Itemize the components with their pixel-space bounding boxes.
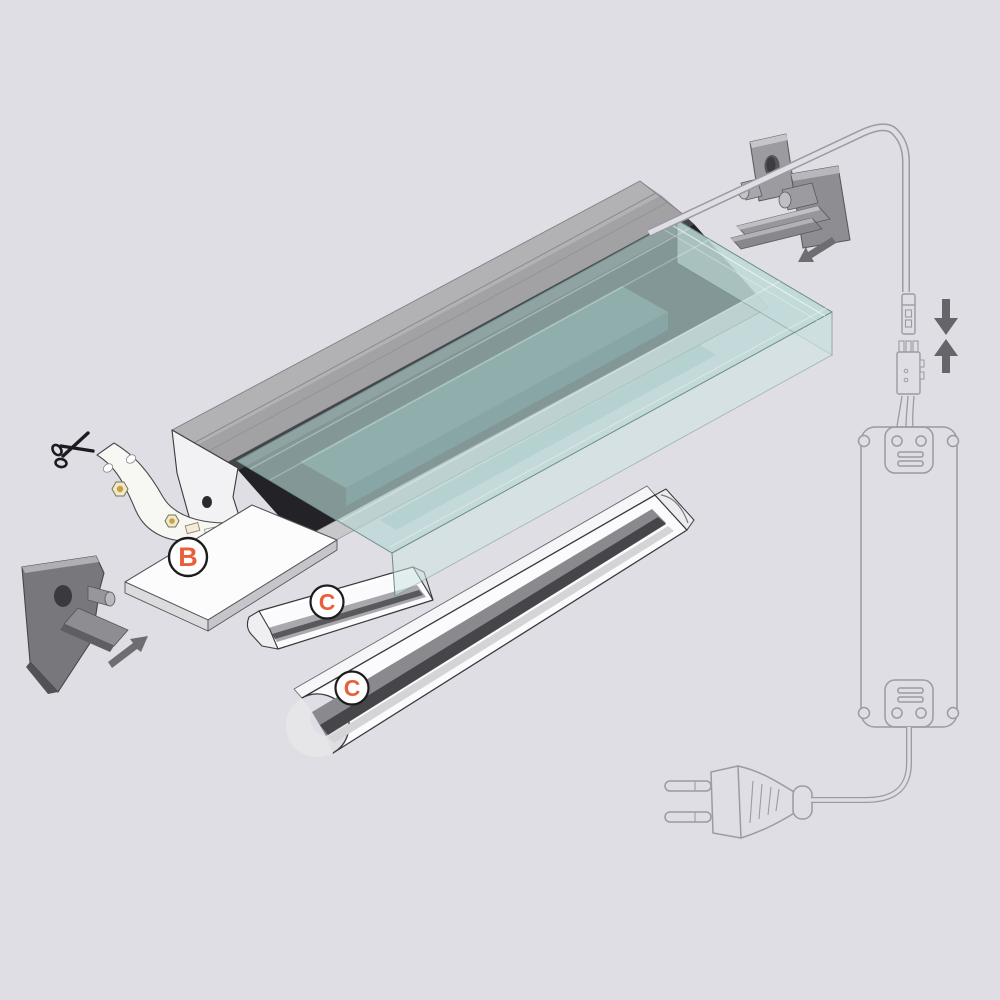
led-strip-plate [124, 504, 338, 632]
psu-screw-hole [891, 435, 903, 447]
psu-vent-slot [897, 687, 924, 694]
label-flat-diffuser-c: C [309, 584, 345, 620]
psu-wire [905, 395, 909, 428]
end-cap [21, 555, 129, 694]
psu-screw-hole [915, 435, 927, 447]
plug-pin [664, 811, 712, 823]
psu-screw-hole [891, 707, 903, 719]
psu-vent-slot [897, 451, 924, 458]
endcap-slide-arrow-icon [108, 636, 148, 668]
strip-hole [102, 463, 114, 473]
scissors-icon [51, 431, 95, 469]
plug-cord [811, 727, 912, 803]
plug-pin [664, 780, 712, 792]
clip-slide-arrow-icon [798, 237, 836, 262]
label-c2-text: C [344, 675, 361, 701]
psu-vent-slot [897, 696, 924, 703]
strip-hole [125, 454, 137, 464]
plug-strain-relief [792, 785, 813, 820]
psu-tab [857, 434, 871, 448]
connector-male [896, 340, 925, 395]
arrow-up-icon [934, 339, 958, 373]
connector-female [901, 293, 916, 335]
round-diffuser-cover [285, 485, 695, 758]
psu-vent-slot [897, 460, 924, 467]
end-cap-notch [54, 585, 72, 607]
glass-shelf [235, 219, 834, 597]
clip-shoe-plates [730, 205, 831, 250]
psu-tab [946, 706, 960, 720]
arrow-down-icon [934, 299, 958, 335]
connector-join-arrows-icon [934, 299, 958, 373]
label-b-text: B [178, 542, 198, 572]
plug-face [710, 765, 742, 839]
power-supply-unit [857, 395, 960, 728]
psu-top-panel [884, 426, 934, 474]
psu-tab [946, 434, 960, 448]
power-plug [664, 765, 813, 839]
psu-screw-hole [915, 707, 927, 719]
power-cable [647, 123, 910, 292]
led-chip [184, 522, 201, 535]
label-c1-text: C [319, 589, 336, 615]
label-round-diffuser-c: C [334, 670, 370, 706]
psu-wire [896, 395, 903, 428]
psu-wire [911, 395, 915, 428]
psu-tab [857, 706, 871, 720]
label-led-strip-b: B [167, 536, 209, 578]
